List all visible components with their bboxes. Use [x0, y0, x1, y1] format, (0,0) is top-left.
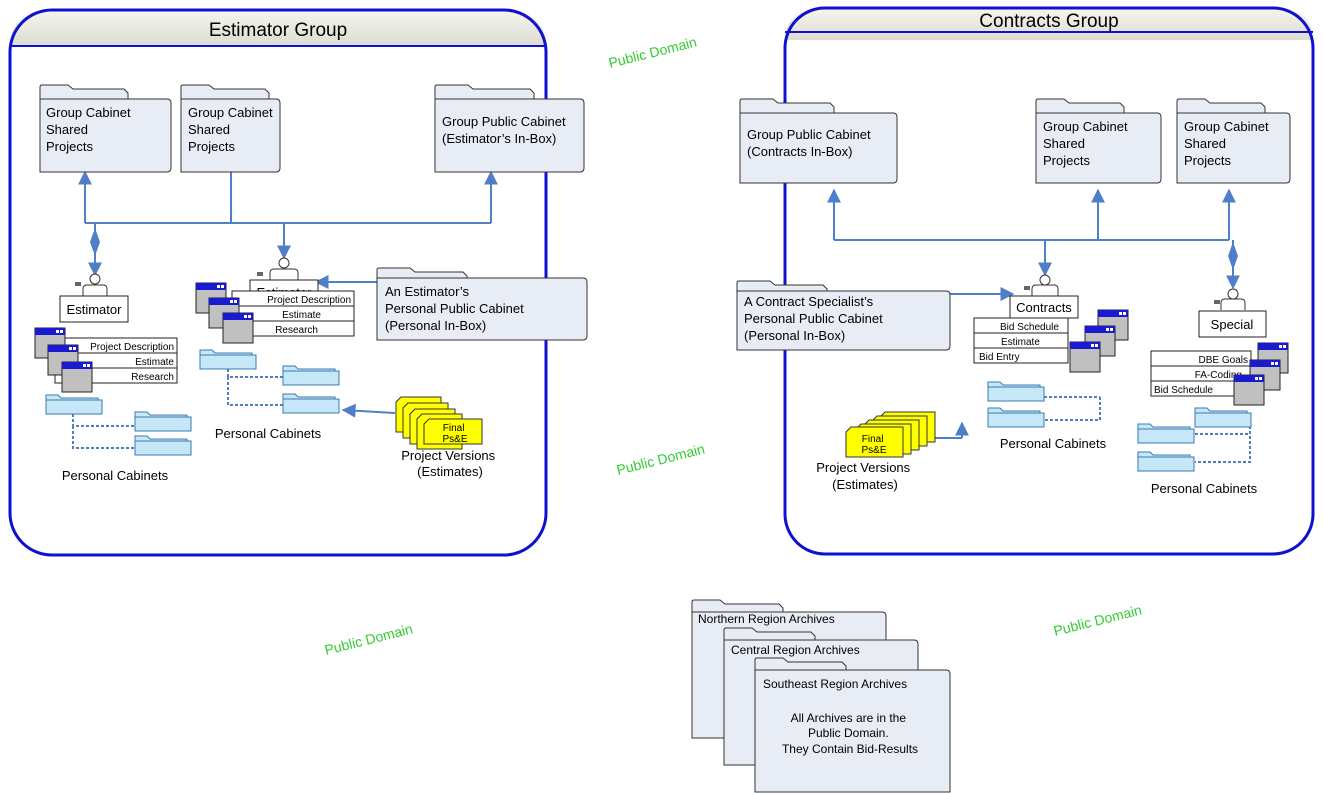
personal-cabinets-label: Personal Cabinets [1151, 481, 1258, 496]
svg-text:A Contract Specialist’s: A Contract Specialist’s Personal Public … [744, 294, 886, 343]
svg-text:FA-Coding: FA-Coding [1195, 370, 1242, 381]
svg-text:Contracts: Contracts [1016, 300, 1072, 315]
document-stack-contracts: Bid Schedule Estimate Bid Entry [973, 309, 1129, 373]
cabinet-label: Group Cabinet Shared Projects [46, 105, 134, 154]
project-versions-estimates[interactable]: Final Ps&E Project Versions (Estimates) [395, 396, 499, 479]
contracts-connectors [827, 188, 1240, 439]
estimator-label-box[interactable]: Estimator [59, 295, 129, 323]
svg-text:Special: Special [1211, 317, 1254, 332]
small-cabinet-icon [282, 393, 340, 414]
special-label-box[interactable]: Special [1198, 310, 1267, 338]
group-public-cabinet-estimator-inbox[interactable]: Group Public Cabinet (Estimator’s In-Box… [434, 84, 585, 173]
small-cabinet-icon [134, 435, 192, 456]
final-pse-doc-label: Final Ps&E [442, 423, 467, 445]
svg-text:Bid Schedule: Bid Schedule [1000, 322, 1059, 333]
small-cabinet-icon [1137, 451, 1195, 472]
svg-text:Group Cabinet Shared: Group Cabinet Shared Projects [1184, 119, 1272, 168]
group-public-cabinet-contracts-inbox[interactable]: Group Public Cabinet (Contracts In-Box) [739, 98, 898, 184]
small-cabinet-icon [1137, 423, 1195, 444]
region-archives: Northern Region Archives Central Region … [691, 599, 951, 793]
small-cabinet-icon [1194, 407, 1252, 428]
svg-text:Southeast Region Archives: Southeast Region Archives [763, 677, 907, 691]
personal-cabinets-contracts-left: Personal Cabinets [987, 381, 1107, 451]
svg-text:Project Description: Project Description [267, 295, 351, 306]
group-cabinet-shared-projects-2[interactable]: Group Cabinet Shared Projects [180, 84, 281, 173]
small-cabinet-icon [134, 411, 192, 432]
personal-cabinets-label: Personal Cabinets [1000, 436, 1107, 451]
personal-cabinets-label: Personal Cabinets [215, 426, 322, 441]
svg-text:Central Region Archives: Central Region Archives [731, 643, 860, 657]
document-stack-estimator: Project Description Estimate Research [34, 327, 178, 393]
cabinet-label: Group Cabinet Shared Projects [188, 105, 276, 154]
svg-text:Group Cabinet Shared: Group Cabinet Shared Projects [1043, 119, 1131, 168]
small-cabinet-icon [282, 365, 340, 386]
svg-text:Bid Schedule: Bid Schedule [1154, 385, 1213, 396]
estimator-group: Estimator Group Group Cabinet Shared Pro… [8, 8, 588, 557]
diamond-connector [90, 228, 100, 256]
contract-specialist-personal-public-cabinet-callout[interactable]: A Contract Specialist’s Personal Public … [736, 280, 951, 351]
public-domain-label: Public Domain [607, 34, 698, 71]
svg-text:An Estimator’s Persona: An Estimator’s Personal Public Cabinet (… [385, 284, 527, 333]
personal-cabinets-right: Personal Cabinets [199, 349, 340, 441]
svg-text:Project Description: Project Description [90, 342, 174, 353]
public-domain-label: Public Domain [615, 441, 706, 478]
small-cabinet-icon [199, 349, 257, 370]
final-pse-doc-label: Final Ps&E [861, 434, 886, 456]
svg-text:Estimate: Estimate [135, 357, 174, 368]
public-domain-label: Public Domain [1052, 602, 1143, 639]
svg-text:Research: Research [275, 325, 318, 336]
document-stack-estimator-2: Project Description Estimate Research [195, 282, 355, 344]
small-cabinet-icon [45, 394, 103, 415]
svg-text:Bid Entry: Bid Entry [979, 352, 1020, 363]
personal-cabinets-label: Personal Cabinets [62, 468, 169, 483]
app-window-icon [1233, 374, 1265, 406]
app-window-icon [222, 312, 254, 344]
svg-text:Estimate: Estimate [282, 310, 321, 321]
person-estimator-2-icon [257, 257, 299, 280]
estimator-personal-public-cabinet-callout[interactable]: An Estimator’s Personal Public Cabinet (… [376, 267, 588, 341]
person-estimator-icon [75, 273, 108, 296]
project-versions-label: Project Versions (Estimates) [816, 460, 914, 492]
small-cabinet-icon [987, 381, 1045, 402]
project-versions-label: Project Versions (Estimates) [401, 448, 499, 479]
project-versions-estimates-contracts[interactable]: Final Ps&E Project Versions (Estimates) [816, 411, 936, 492]
person-special-icon [1214, 288, 1246, 310]
svg-text:Estimate: Estimate [1001, 337, 1040, 348]
personal-cabinets-contracts-right: Personal Cabinets [1137, 407, 1258, 496]
cabinet-label: Group Public Cabinet (Estimator’s In-Box… [442, 114, 569, 146]
public-domain-label: Public Domain [323, 621, 414, 658]
group-cabinet-shared-projects-3[interactable]: Group Cabinet Shared Projects [1035, 98, 1162, 184]
diamond-connector [1228, 242, 1238, 270]
group-cabinet-shared-projects-4[interactable]: Group Cabinet Shared Projects [1176, 98, 1291, 184]
estimator-group-title: Estimator Group [209, 20, 347, 41]
archives-note: All Archives are in the Public Domain. T… [782, 711, 918, 756]
small-cabinet-icon [987, 407, 1045, 428]
svg-text:Northern Region Archives: Northern Region Archives [698, 612, 835, 626]
group-cabinet-shared-projects-1[interactable]: Group Cabinet Shared Projects [39, 84, 172, 173]
person-contracts-icon [1024, 274, 1059, 296]
contracts-group: Contracts Group Group Public Cabinet (Co… [736, 6, 1315, 556]
personal-cabinets-left: Personal Cabinets [45, 394, 192, 483]
svg-text:Estimator: Estimator [67, 302, 123, 317]
estimator-group-header [10, 10, 546, 46]
contracts-label-box[interactable]: Contracts [1009, 295, 1079, 319]
contracts-group-border [783, 6, 1315, 556]
svg-text:Group Public Cabinet (: Group Public Cabinet (Contracts In-Box) [747, 127, 874, 159]
svg-text:Research: Research [131, 372, 174, 383]
svg-text:DBE Goals: DBE Goals [1199, 355, 1248, 366]
contracts-group-title: Contracts Group [979, 11, 1118, 32]
app-window-icon [61, 361, 93, 393]
southeast-region-archives[interactable]: Southeast Region Archives All Archives a… [754, 657, 951, 793]
app-window-icon [1069, 341, 1101, 373]
document-stack-special: DBE Goals FA-Coding Bid Schedule [1150, 342, 1289, 406]
